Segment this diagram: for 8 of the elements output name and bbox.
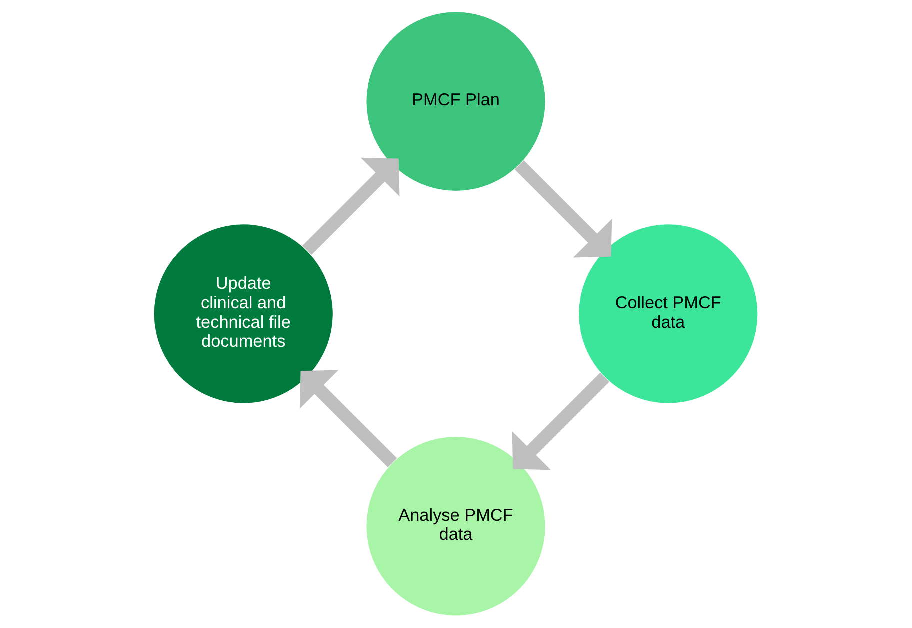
node-circle: Analyse PMCF data [366, 437, 546, 616]
node-circle: PMCF Plan [366, 12, 546, 191]
arrow [300, 370, 398, 468]
arrow [514, 160, 612, 258]
arrow [512, 372, 610, 470]
node-circle: Collect PMCF data [579, 224, 758, 404]
arrow [302, 158, 400, 256]
node-circle: Update clinical and technical file documents [154, 224, 333, 404]
